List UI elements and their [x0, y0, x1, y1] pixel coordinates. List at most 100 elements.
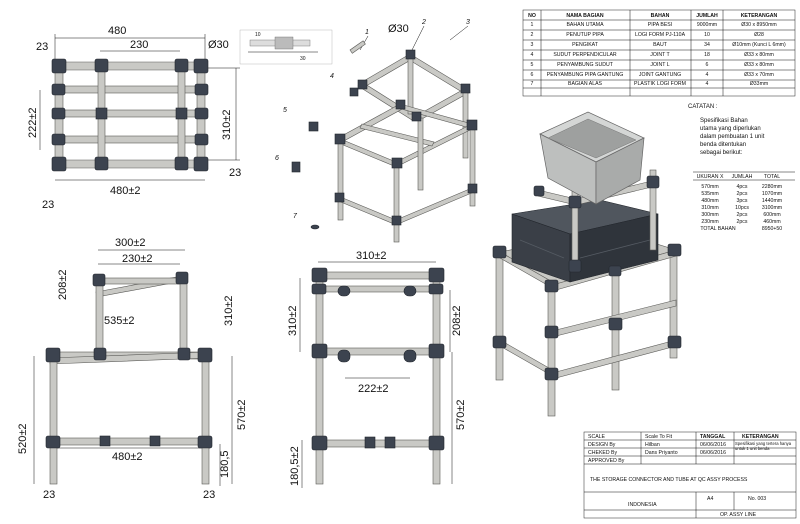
bom-cell: 9000mm: [697, 22, 717, 28]
drawing-number: No. 003: [748, 496, 766, 502]
notes-cell: 3pcs: [737, 198, 748, 204]
notes-line: sebagai berikut:: [700, 150, 743, 156]
bom-cell: PENYAMBUNG SUDUT: [557, 62, 614, 68]
bom-cell: BAUT: [653, 42, 668, 48]
dim-480-side: 480±2: [112, 451, 143, 463]
notes-line: Spesifikasi Bahan: [700, 118, 748, 124]
callout-4: 4: [330, 73, 334, 80]
dim-300-side: 300±2: [115, 237, 146, 249]
notes-line: dalam pembuatan 1 unit: [700, 134, 765, 140]
design-date: 06/06/2016: [700, 442, 726, 448]
notes-line: utama yang diperlukan: [700, 126, 761, 132]
bom-cell: 6: [531, 72, 534, 78]
svg-text:30: 30: [300, 56, 306, 62]
top-view: 480 230 Ø30 23 222±2 310±2 23 480±2 23: [27, 25, 241, 211]
dim-310-top: 310±2: [221, 109, 233, 140]
dim-230-side: 230±2: [122, 253, 153, 265]
checked-label: CHEKED By: [588, 450, 618, 456]
dim-230: 230: [130, 39, 148, 51]
dim-570-front: 570±2: [455, 399, 467, 430]
side-view: 300±2 230±2 208±2 535±2 310±2 520±2 570±…: [17, 237, 248, 501]
bom-cell: 1: [531, 22, 534, 28]
dim-d30-exploded: Ø30: [388, 23, 409, 35]
notes-cell: 2pcs: [737, 191, 748, 197]
drawing-title: THE STORAGE CONNECTOR AND TUBE AT QC ASS…: [590, 477, 748, 483]
notes-cell: 1070mm: [762, 191, 782, 197]
bom-cell: 3: [531, 42, 534, 48]
checked-date: 06/06/2016: [700, 450, 726, 456]
bom-header: KETERANGAN: [741, 13, 778, 19]
bom-cell: SUDUT PERPENDICULAR: [553, 52, 617, 58]
dim-310-side: 310±2: [223, 295, 235, 326]
bom-header: NO: [528, 13, 536, 19]
dim-180-front: 180,5±2: [289, 446, 301, 486]
paper-size: A4: [707, 496, 713, 502]
bom-cell: 4: [706, 72, 709, 78]
approved-label: APPROVED By: [588, 458, 625, 464]
bom-cell: PENUTUP PIPA: [566, 32, 604, 38]
remark-text: Spesifikasi yang tertera hanya untuk 1 u…: [735, 441, 792, 451]
bom-cell: 5: [531, 62, 534, 68]
dim-23-bottom: 23: [42, 199, 54, 211]
notes-cell: 1440mm: [762, 198, 782, 204]
bom-cell: Ø33 x 70mm: [744, 72, 774, 78]
callout-1: 1: [365, 29, 369, 36]
dim-222: 222±2: [27, 107, 39, 138]
dim-23-right: 23: [229, 167, 241, 179]
date-header: TANGGAL: [700, 434, 726, 440]
callout-5: 5: [283, 107, 287, 114]
bom-cell: 2: [531, 32, 534, 38]
dim-222-front: 222±2: [358, 383, 389, 395]
bom-cell: LOGI FORM PJ-110A: [635, 32, 686, 38]
bom-cell: PENGIKAT: [572, 42, 599, 48]
dim-480-bottom: 480±2: [110, 185, 141, 197]
svg-text:10: 10: [255, 32, 261, 38]
notes-cell: 480mm: [701, 198, 718, 204]
dim-208-side: 208±2: [57, 269, 69, 300]
bom-cell: PENYAMBUNG PIPA GANTUNG: [547, 72, 623, 78]
notes-cell: 310mm: [701, 205, 718, 211]
bom-cell: 6: [706, 62, 709, 68]
callout-7: 7: [293, 213, 298, 220]
bom-cell: BAHAN UTAMA: [566, 22, 604, 28]
bom-header: NAMA BAGIAN: [566, 13, 604, 19]
notes-cell: 300mm: [701, 212, 718, 218]
dim-570-side: 570±2: [236, 399, 248, 430]
assy-line: OP. ASSY LINE: [720, 512, 757, 518]
bom-cell: 18: [704, 52, 710, 58]
pipe-detail: 10 30 Ø30: [239, 23, 409, 65]
notes-title: CATATAN :: [688, 104, 718, 110]
bom-cell: Ø33 x 80mm: [744, 52, 774, 58]
notes-cell: 10pcs: [735, 205, 749, 211]
dim-310-front-top: 310±2: [356, 250, 387, 262]
bom-cell: JOINT T: [650, 52, 670, 58]
notes-cell: 2pcs: [737, 219, 748, 225]
bom-cell: 34: [704, 42, 710, 48]
dim-180-side: 180,5: [219, 450, 231, 478]
country: INDONESIA: [628, 502, 657, 508]
notes-cell: 600mm: [763, 212, 780, 218]
scale-value: Scale To Fit: [645, 434, 673, 440]
dim-208-front: 208±2: [451, 305, 463, 336]
bom-cell: PLASTIK LOGI FORM: [634, 81, 686, 87]
bom-cell: BAGIAN ALAS: [568, 81, 603, 87]
bom-header: BAHAN: [651, 13, 670, 19]
remark-header: KETERANGAN: [742, 434, 779, 440]
bom-cell: 4: [706, 81, 709, 87]
bom-cell: Ø10mm (Kunci L 6mm): [732, 42, 786, 48]
bom-cell: 7: [531, 81, 534, 87]
bom-cell: JOINT GANTUNG: [639, 72, 681, 78]
dim-23-top-left: 23: [36, 41, 48, 53]
bom-cell: PIPA BESI: [648, 22, 672, 28]
notes-total-label: TOTAL BAHAN: [700, 226, 736, 232]
assembled-render: [492, 111, 682, 417]
bom-cell: Ø30 x 8950mm: [741, 22, 776, 28]
notes-cell: 535mm: [701, 191, 718, 197]
bom-cell: Ø33mm: [750, 81, 768, 87]
notes-cell: 460mm: [763, 219, 780, 225]
bom-cell: 4: [531, 52, 534, 58]
notes-block: CATATAN : Spesifikasi Bahan utama yang di…: [688, 104, 795, 232]
design-label: DESIGN By: [588, 442, 616, 448]
